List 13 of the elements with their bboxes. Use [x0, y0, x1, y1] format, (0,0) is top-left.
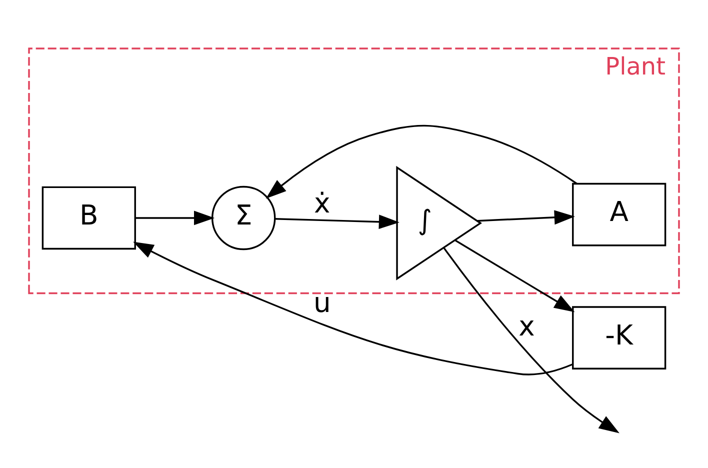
arrow — [266, 124, 578, 199]
node-box: -K — [572, 306, 666, 370]
arrow — [135, 210, 215, 226]
node-circle: Σ — [211, 186, 276, 250]
edge-label: x — [518, 312, 535, 343]
arrow — [133, 242, 573, 376]
arrow — [455, 240, 575, 312]
node-box: B — [42, 186, 136, 250]
node-box: A — [572, 182, 666, 246]
arrow — [477, 210, 575, 225]
arrow — [275, 214, 400, 230]
edge-label: ẋ — [314, 188, 330, 220]
arrow — [443, 248, 620, 434]
